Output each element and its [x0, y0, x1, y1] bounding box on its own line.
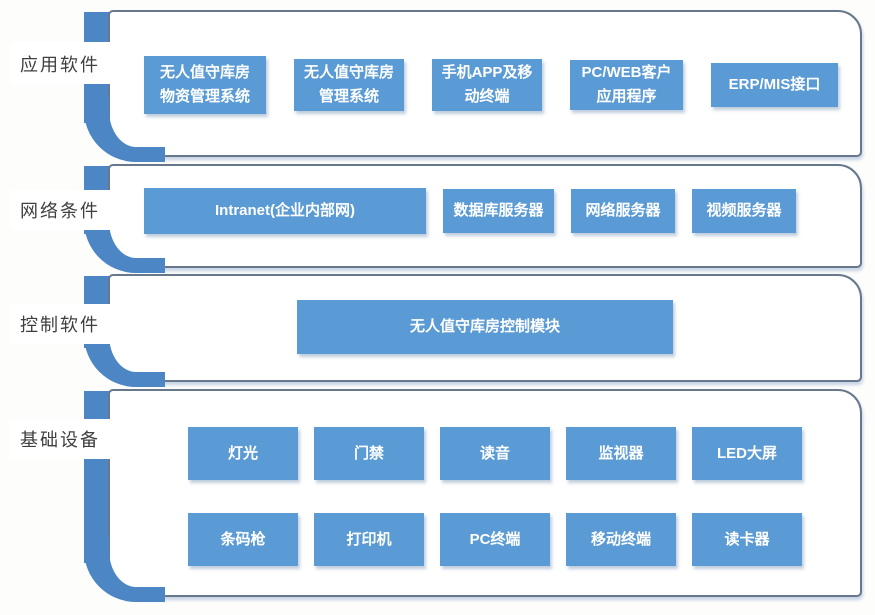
spine-curve	[84, 95, 165, 162]
spine-curve	[84, 535, 165, 602]
layer-row-basic-equipment: 灯光 门禁 读音 监视器 LED大屏 条码枪 打印机 PC终端 移动终端 读卡器…	[0, 389, 875, 602]
node-box: 灯光	[188, 427, 298, 480]
node-box: 读音	[440, 427, 550, 480]
layer-label: 控制软件	[10, 304, 110, 344]
node-box: 无人值守库房控制模块	[297, 300, 673, 354]
layer-label: 应用软件	[10, 42, 110, 84]
node-box: PC终端	[440, 513, 550, 566]
layer-content: Intranet(企业内部网) 数据库服务器 网络服务器 视频服务器	[144, 188, 860, 234]
node-box: 移动终端	[566, 513, 676, 566]
layer-panel: 灯光 门禁 读音 监视器 LED大屏 条码枪 打印机 PC终端 移动终端 读卡器	[108, 389, 862, 597]
layer-content: 灯光 门禁 读音 监视器 LED大屏 条码枪 打印机 PC终端 移动终端 读卡器	[188, 427, 860, 566]
node-box: ERP/MIS接口	[711, 63, 838, 107]
node-box: 网络服务器	[571, 189, 675, 233]
equipment-line-1: 灯光 门禁 读音 监视器 LED大屏	[188, 427, 860, 480]
layer-row-control-software: 无人值守库房控制模块 控制软件	[0, 274, 875, 387]
node-box: PC/WEB客户 应用程序	[570, 60, 683, 110]
node-box: 手机APP及移 动终端	[432, 59, 542, 111]
layer-panel: 无人值守库房 物资管理系统 无人值守库房 管理系统 手机APP及移 动终端 PC…	[108, 10, 862, 157]
layer-content: 无人值守库房控制模块	[110, 300, 860, 354]
layer-content: 无人值守库房 物资管理系统 无人值守库房 管理系统 手机APP及移 动终端 PC…	[144, 56, 860, 114]
node-box: 视频服务器	[692, 189, 796, 233]
equipment-line-2: 条码枪 打印机 PC终端 移动终端 读卡器	[188, 513, 860, 566]
node-box: 数据库服务器	[443, 189, 554, 233]
node-box: 读卡器	[692, 513, 802, 566]
node-box: 条码枪	[188, 513, 298, 566]
node-box: 监视器	[566, 427, 676, 480]
layer-label: 基础设备	[10, 419, 110, 459]
node-box: LED大屏	[692, 427, 802, 480]
node-box: 无人值守库房 管理系统	[294, 59, 404, 111]
layer-panel: 无人值守库房控制模块	[108, 274, 862, 382]
node-box: 门禁	[314, 427, 424, 480]
layer-panel: Intranet(企业内部网) 数据库服务器 网络服务器 视频服务器	[108, 164, 862, 268]
layer-row-application-software: 无人值守库房 物资管理系统 无人值守库房 管理系统 手机APP及移 动终端 PC…	[0, 10, 875, 162]
node-box: Intranet(企业内部网)	[144, 188, 426, 234]
layer-row-network-conditions: Intranet(企业内部网) 数据库服务器 网络服务器 视频服务器 网络条件	[0, 164, 875, 273]
layer-label: 网络条件	[10, 190, 110, 230]
node-box: 打印机	[314, 513, 424, 566]
